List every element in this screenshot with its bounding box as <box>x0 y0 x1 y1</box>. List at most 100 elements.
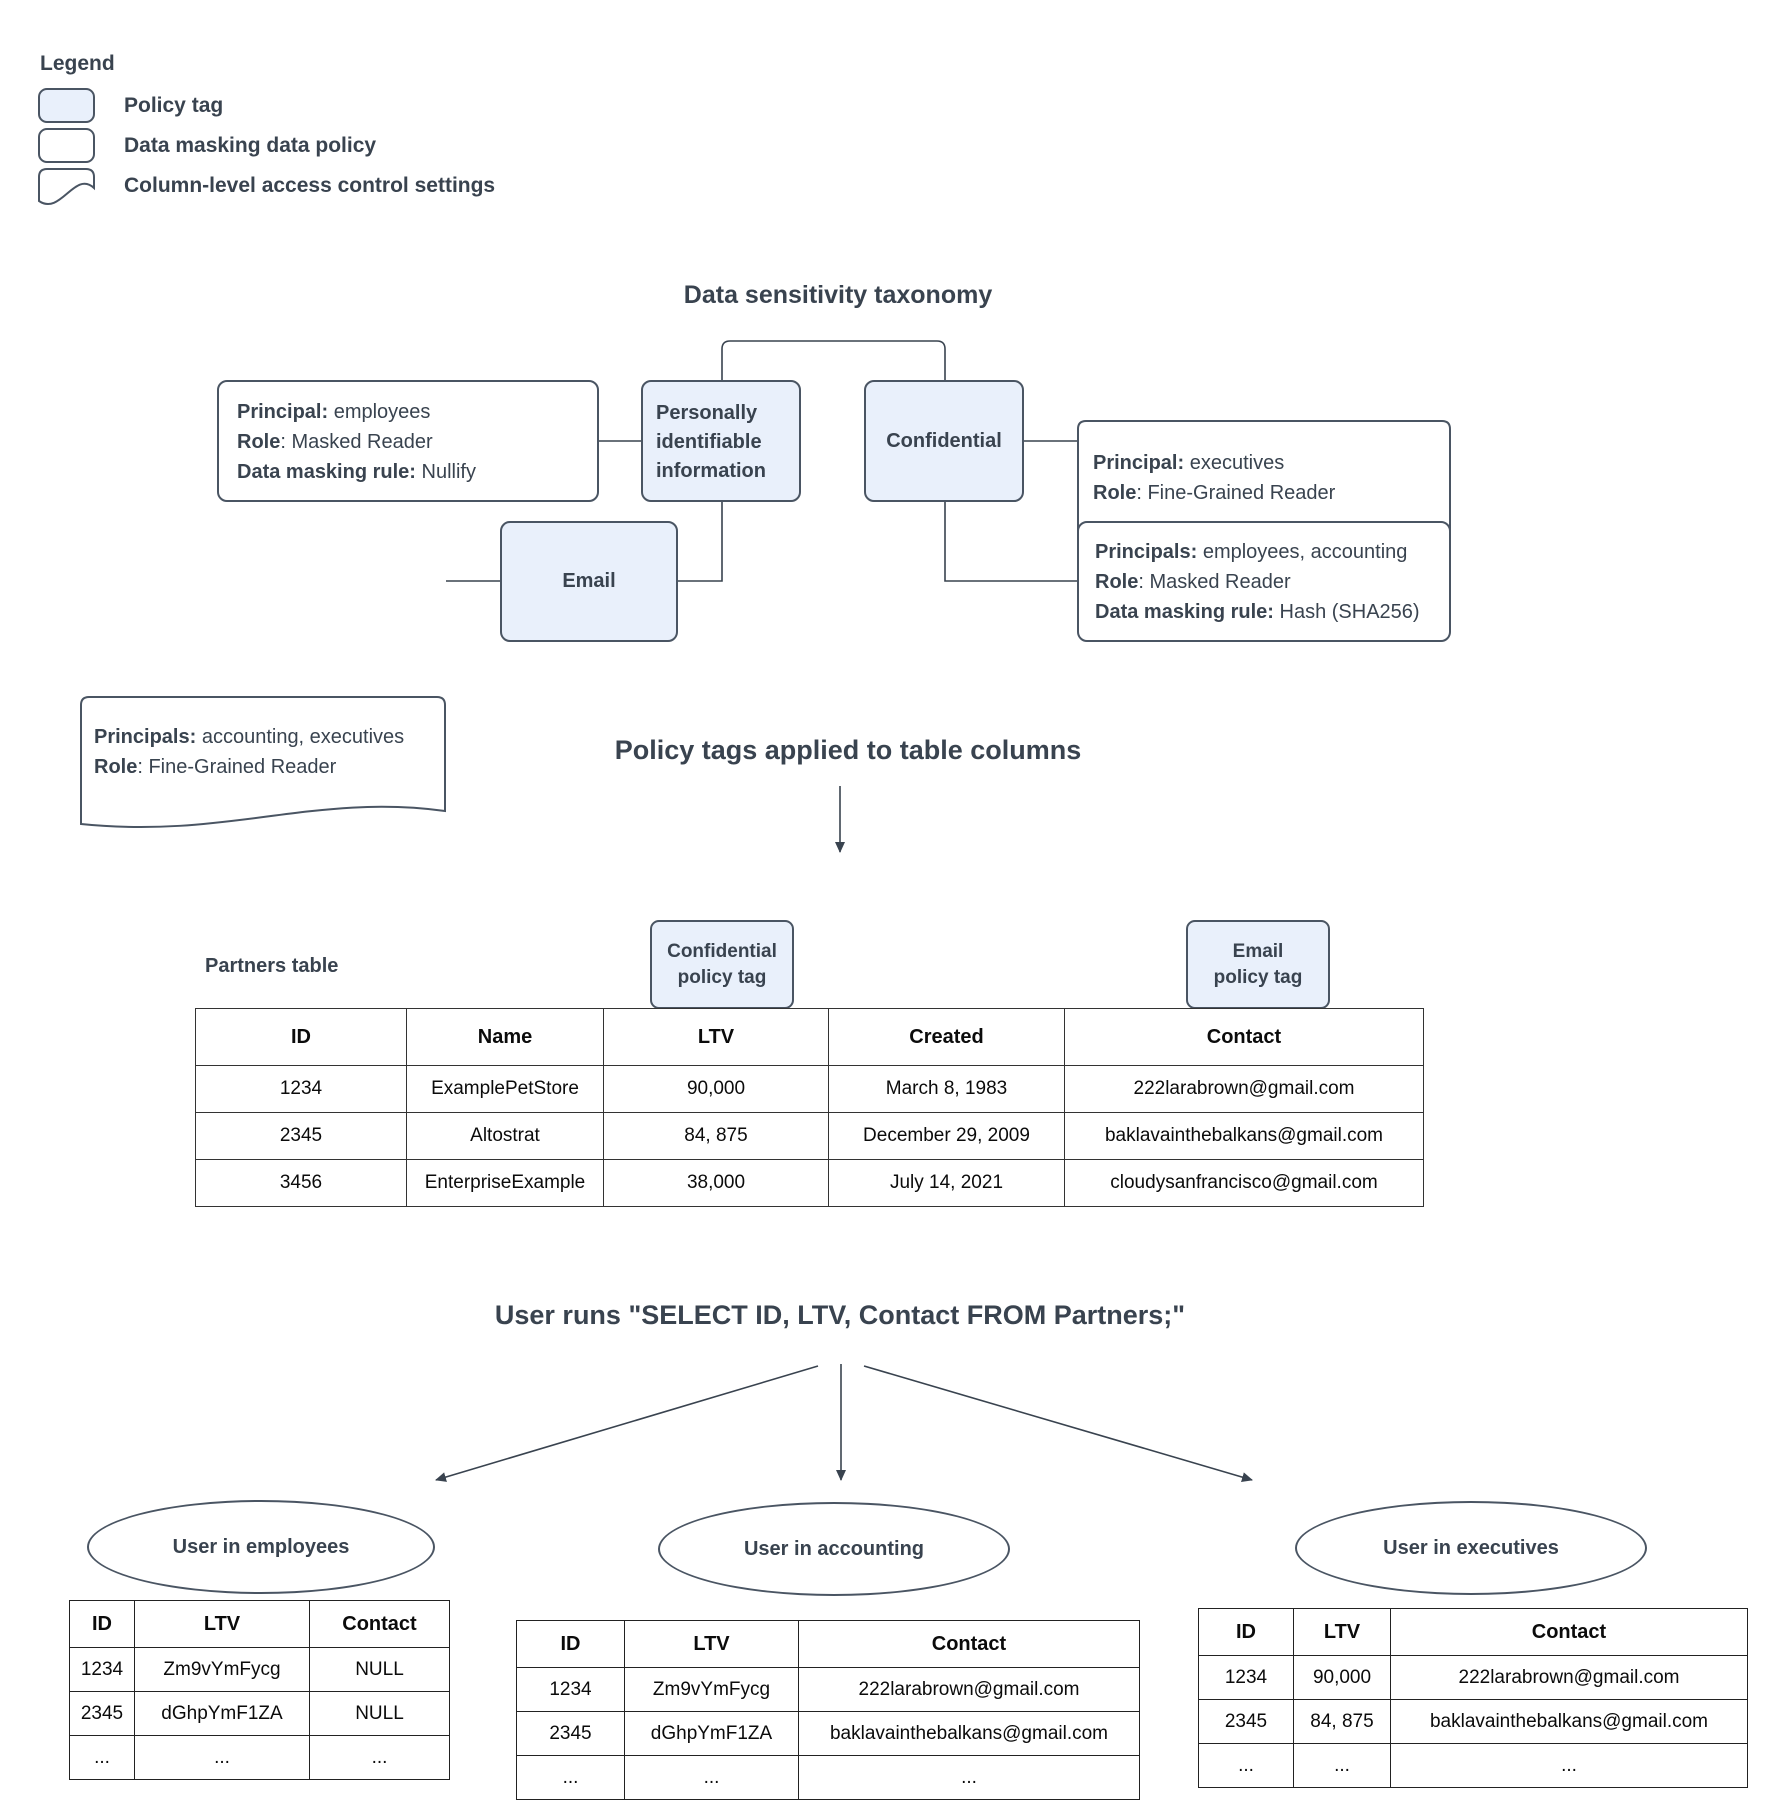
policy-line: Data masking rule: Hash (SHA256) <box>1095 601 1420 623</box>
email-policy-tag-callout: Email policy tag <box>1186 920 1330 1009</box>
table-cell: 90,000 <box>603 1065 829 1113</box>
callout-line: policy tag <box>1213 966 1303 988</box>
legend-item-label: Policy tag <box>124 94 224 117</box>
legend-item-label: Column-level access control settings <box>124 174 496 197</box>
column-header: LTV <box>603 1008 829 1066</box>
table-cell: Zm9vYmFycg <box>134 1647 310 1692</box>
pii-node-label: Personally identifiable information <box>656 402 766 482</box>
table-cell: 2345 <box>1198 1699 1294 1744</box>
table-cell: July 14, 2021 <box>828 1159 1065 1207</box>
email-access-control-box: Principals: accounting, executives Role:… <box>80 696 446 831</box>
confidential-policy-tag-node: Confidential <box>864 380 1024 502</box>
query-title: User runs "SELECT ID, LTV, Contact FROM … <box>494 1300 1186 1330</box>
table-cell: ... <box>516 1755 625 1800</box>
column-header: Contact <box>1390 1608 1748 1656</box>
column-header: LTV <box>1293 1608 1391 1656</box>
legend-item-label: Data masking data policy <box>124 134 377 157</box>
query-arrow-left <box>435 1365 819 1482</box>
table-cell: NULL <box>309 1691 450 1736</box>
callout-line: policy tag <box>677 966 767 988</box>
email-node-label: Email <box>562 570 616 592</box>
table-cell: ... <box>69 1735 135 1780</box>
legend-title: Legend <box>40 52 115 75</box>
policy-line: Principal: employees <box>237 401 431 423</box>
query-arrow-right <box>863 1365 1253 1482</box>
table-cell: ExamplePetStore <box>406 1065 604 1113</box>
column-header: ID <box>69 1600 135 1648</box>
group-label: User in executives <box>1383 1536 1559 1559</box>
taxonomy-title: Data sensitivity taxonomy <box>683 281 993 309</box>
user-employees-ellipse: User in employees <box>87 1500 435 1594</box>
table-cell: 1234 <box>195 1065 407 1113</box>
column-header: Created <box>828 1008 1065 1066</box>
column-header: Name <box>406 1008 604 1066</box>
confidential-policy-tag-callout: Confidential policy tag <box>650 920 794 1009</box>
document-shape <box>38 168 95 205</box>
table-cell: ... <box>1293 1743 1391 1788</box>
partners-table-label: Partners table <box>205 955 339 977</box>
table-cell: dGhpYmF1ZA <box>624 1711 799 1756</box>
column-header: LTV <box>624 1620 799 1668</box>
table-cell: Zm9vYmFycg <box>624 1667 799 1712</box>
policy-line: Role: Masked Reader <box>1095 571 1291 593</box>
column-header: Contact <box>798 1620 1140 1668</box>
policy-line: Data masking rule: Nullify <box>237 461 476 483</box>
pii-masking-policy-box: Principal: employees Role: Masked Reader… <box>217 380 599 502</box>
table-cell: 222larabrown@gmail.com <box>1390 1655 1748 1700</box>
table-cell: ... <box>1390 1743 1748 1788</box>
table-cell: 1234 <box>516 1667 625 1712</box>
user-executives-ellipse: User in executives <box>1295 1501 1647 1595</box>
table-cell: March 8, 1983 <box>828 1065 1065 1113</box>
taxonomy-bracket-connector <box>721 340 946 380</box>
table-row: ......... <box>69 1735 450 1780</box>
table-cell: ... <box>1198 1743 1294 1788</box>
table-cell: 222larabrown@gmail.com <box>1064 1065 1424 1113</box>
callout-line: Email <box>1232 940 1284 962</box>
pii-policy-tag-node: Personally identifiable information <box>641 380 801 502</box>
legend-access-control-swatch <box>38 168 95 208</box>
table-cell: 2345 <box>195 1112 407 1160</box>
table-cell: ... <box>309 1735 450 1780</box>
confidential-to-masking-connector <box>944 502 1077 582</box>
confidential-masking-policy-box: Principals: employees, accounting Role: … <box>1077 521 1451 642</box>
table-cell: 1234 <box>1198 1655 1294 1700</box>
table-cell: ... <box>798 1755 1140 1800</box>
table-cell: December 29, 2009 <box>828 1112 1065 1160</box>
table-cell: cloudysanfrancisco@gmail.com <box>1064 1159 1424 1207</box>
table-cell: ... <box>134 1735 310 1780</box>
table-row: ......... <box>516 1755 1140 1800</box>
table-cell: baklavainthebalkans@gmail.com <box>1390 1699 1748 1744</box>
confidential-access-control-box: Principal: executives Role: Fine-Grained… <box>1077 420 1451 555</box>
table-cell: 84, 875 <box>1293 1699 1391 1744</box>
email-policy-tag-node: Email <box>500 521 678 642</box>
applied-title: Policy tags applied to table columns <box>614 735 1082 765</box>
email-to-pii-connector <box>678 502 723 582</box>
table-cell: 222larabrown@gmail.com <box>798 1667 1140 1712</box>
table-cell: dGhpYmF1ZA <box>134 1691 310 1736</box>
table-cell: 90,000 <box>1293 1655 1391 1700</box>
policy-line: Role: Fine-Grained Reader <box>94 756 337 778</box>
column-header: LTV <box>134 1600 310 1648</box>
policy-line: Principals: accounting, executives <box>94 726 405 748</box>
column-header: Contact <box>1064 1008 1424 1066</box>
column-header: ID <box>1198 1608 1294 1656</box>
legend-policy-tag-swatch <box>38 88 95 123</box>
group-label: User in employees <box>172 1535 350 1558</box>
table-cell: 3456 <box>195 1159 407 1207</box>
table-cell: ... <box>624 1755 799 1800</box>
table-cell: 1234 <box>69 1647 135 1692</box>
column-header: ID <box>195 1008 407 1066</box>
